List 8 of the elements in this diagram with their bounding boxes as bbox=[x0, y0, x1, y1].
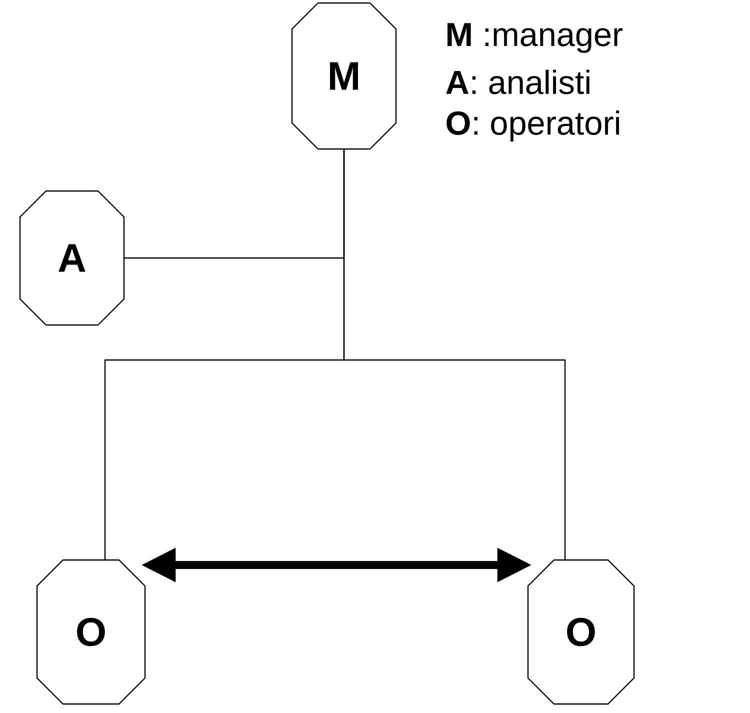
octagon-node: O bbox=[36, 559, 146, 705]
octagon-node: A bbox=[19, 190, 125, 326]
connector-line bbox=[343, 149, 566, 560]
legend-entry: O: operatori bbox=[446, 110, 619, 142]
octagon-node: M bbox=[291, 2, 397, 150]
legend-entry: M :manager bbox=[448, 23, 623, 53]
octagon-node: O bbox=[527, 559, 635, 705]
legend-entry: A: analisti bbox=[446, 70, 590, 94]
